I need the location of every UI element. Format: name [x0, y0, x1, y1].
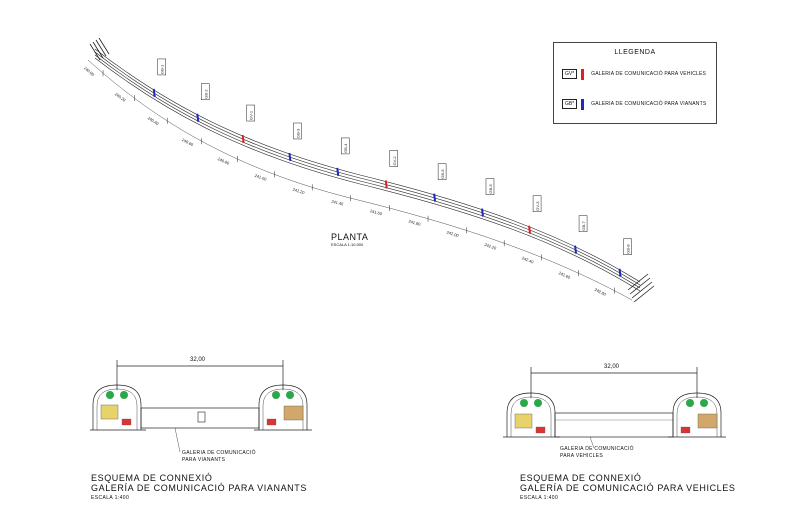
gallery-label-line1: GALERIA DE COMUNICACIÓ — [560, 446, 634, 452]
legend-item-vehicles: GV* GALERIA DE COMUNICACIÓ PARA VEHICLES — [562, 67, 706, 81]
gallery-tag-box — [246, 104, 255, 122]
gallery-label-line2: PARA VIANANTS — [182, 457, 226, 463]
section-1-title-line1: ESQUEMA DE CONNEXIÓ — [91, 473, 213, 483]
gallery-tag: GV-3 — [535, 201, 540, 211]
section-2-scale: ESCALA 1:400 — [520, 495, 559, 501]
gallery-tag: GB-6 — [488, 183, 493, 193]
pedestrian-gallery-marker — [152, 88, 156, 98]
tunnel-axis-line — [94, 51, 641, 286]
pk-label: 241.80 — [408, 219, 422, 227]
pk-label: 240.60 — [181, 137, 195, 148]
legend-color-red — [581, 68, 585, 80]
legend-title: LLEGENDA — [614, 49, 656, 56]
gallery-tag: GV-1 — [249, 110, 254, 120]
gallery-tag-box — [437, 163, 447, 180]
gallery-tag-box — [532, 195, 542, 212]
vehicle-gallery-marker — [241, 134, 245, 144]
cross-section-vianants — [90, 360, 312, 453]
section-2-equipment — [514, 399, 718, 434]
tunnel-line-3 — [94, 54, 641, 289]
tunnel-line-2 — [94, 48, 641, 283]
gallery-tag: GB-3 — [295, 128, 300, 138]
legend-item-pedestrians: GB* GALERIA DE COMUNICACIÓ PARA VIANANTS — [562, 97, 706, 111]
legend-label: GALERIA DE COMUNICACIÓ PARA VEHICLES — [591, 71, 707, 77]
pk-label: 242.80 — [594, 287, 608, 297]
vehicle-gallery-marker — [528, 225, 532, 234]
gallery-label-line2: PARA VEHICLES — [560, 453, 603, 459]
gallery-tag-box — [293, 122, 302, 140]
pedestrian-gallery-marker — [618, 268, 622, 277]
pk-ticks — [102, 70, 615, 294]
gallery-tag: GB-5 — [440, 169, 445, 179]
gallery-label-line1: GALERIA DE COMUNICACIÓ — [182, 450, 256, 456]
plan-title: PLANTA — [331, 232, 369, 242]
pk-label: 241.00 — [254, 173, 268, 182]
pedestrian-gallery-marker — [336, 167, 340, 177]
left-tube — [506, 392, 556, 437]
gallery-tag-box — [578, 215, 588, 232]
gallery-tag: GB-2 — [203, 89, 208, 99]
gallery-tag: GV-2 — [392, 156, 397, 166]
pk-label: 241.20 — [292, 187, 306, 196]
pedestrian-gallery-marker — [574, 245, 578, 254]
pk-label: 242.00 — [446, 230, 460, 239]
pk-label: 240.00 — [83, 65, 96, 77]
left-tube — [92, 384, 142, 430]
pk-label: 241.60 — [370, 208, 384, 216]
gallery-tag: GB-1 — [160, 64, 165, 74]
section-1-gallery-label: GALERIA DE COMUNICACIÓ PARA VIANANTS — [182, 450, 256, 464]
pk-label: 240.80 — [217, 156, 231, 166]
pedestrian-gallery-marker — [196, 113, 200, 122]
legend: LLEGENDA GV* GALERIA DE COMUNICACIÓ PARA… — [553, 42, 717, 124]
cross-section-vehicles — [503, 367, 726, 449]
right-tube — [672, 392, 722, 437]
gallery-markers: GB-1GB-2GV-1GB-3GB-4GV-2GB-5GB-6GV-3GB-7… — [152, 58, 632, 277]
pedestrian-gallery — [140, 407, 260, 429]
section-1-title-line2: GALERÍA DE COMUNICACIÓ PARA VIANANTS — [91, 483, 307, 493]
gallery-tag: GB-4 — [343, 143, 348, 153]
vehicle-gallery-marker — [384, 180, 388, 189]
legend-tag: GB* — [562, 99, 578, 109]
gallery-tag: GB-7 — [581, 220, 586, 230]
gallery-tag-box — [201, 83, 210, 100]
offset-line — [87, 59, 633, 301]
pk-label: 240.40 — [147, 115, 161, 126]
tunnel-plan — [87, 37, 655, 303]
pedestrian-gallery-marker — [433, 193, 437, 202]
pk-label: 240.20 — [114, 91, 127, 103]
legend-label: GALERIA DE COMUNICACIÓ PARA VIANANTS — [591, 101, 707, 107]
legend-tag: GV* — [562, 69, 578, 79]
tunnel-line-4 — [94, 57, 641, 292]
pk-labels: 240.00 240.20 240.40 240.60 240.80 241.00 241.… — [83, 65, 608, 297]
pk-label: 242.60 — [558, 270, 572, 280]
section-2-dimension: 32,00 — [604, 364, 620, 370]
legend-color-blue — [581, 98, 585, 110]
section-1-equipment — [100, 391, 304, 426]
gallery-tag-box — [340, 137, 350, 155]
section-2-title-line1: ESQUEMA DE CONNEXIÓ — [520, 473, 642, 483]
east-portal — [627, 273, 655, 303]
gallery-tag: GB-8 — [626, 244, 631, 254]
pk-label: 242.40 — [521, 255, 535, 265]
west-portal — [89, 37, 110, 61]
section-2-gallery-label: GALERIA DE COMUNICACIÓ PARA VEHICLES — [560, 446, 634, 460]
pedestrian-gallery-marker — [480, 208, 484, 217]
pedestrian-gallery-marker — [288, 152, 292, 162]
gallery-tag-box — [485, 178, 495, 195]
right-tube — [258, 384, 308, 430]
section-1-dimension: 32,00 — [190, 357, 206, 363]
section-2-title-line2: GALERÍA DE COMUNICACIÓ PARA VEHICLES — [520, 483, 736, 493]
vehicle-gallery — [554, 412, 674, 438]
pk-label: 242.20 — [484, 242, 498, 251]
section-1-scale: ESCALA 1:400 — [91, 495, 130, 501]
gallery-tag-box — [157, 58, 166, 76]
plan-scale: ESCALA 1:10.000 — [331, 242, 364, 247]
pk-label: 241.40 — [331, 199, 345, 207]
gallery-tag-box — [389, 150, 399, 167]
gallery-tag-box — [623, 238, 632, 256]
